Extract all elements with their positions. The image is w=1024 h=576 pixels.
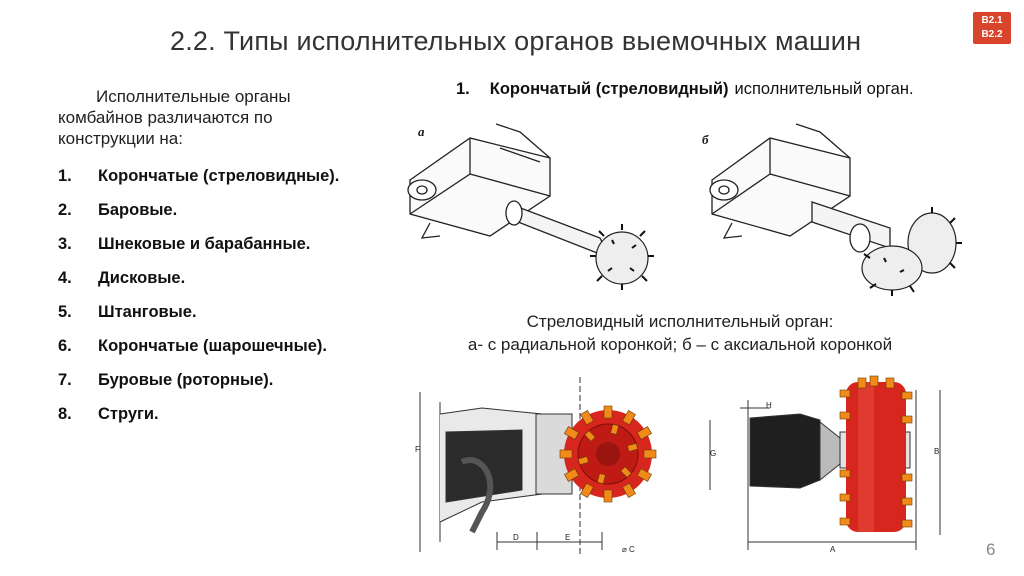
page-number: 6 (986, 540, 996, 559)
list-item-number: 7. (58, 371, 72, 389)
intro-text: Исполнительные органы комбайнов различаю… (58, 86, 358, 149)
section-rest-text: исполнительный орган. (734, 80, 914, 98)
section-heading: 1. Корончатый (стреловидный) исполнительны… (456, 80, 914, 99)
list-item-number: 3. (58, 235, 72, 253)
section-number: 1. (456, 80, 470, 98)
list-item-number: 4. (58, 269, 72, 287)
badge-line-1: B2.1 (981, 15, 1003, 26)
caption-line-1: Стреловидный исполнительный орган: (526, 312, 834, 331)
list-item-label: Корончатые (стреловидные). (98, 167, 340, 185)
figure-radial-crown-drawing (407, 123, 654, 290)
slide-title: 2.2. Типы исполнительных органов выемочн… (170, 26, 862, 56)
list-item-label: Шнековые и барабанные. (98, 235, 311, 253)
technical-drawing-radial: F D E ⌀ C (415, 377, 657, 557)
figure-caption: Стреловидный исполнительный орган: а- с … (400, 310, 960, 356)
section-bold-text: Корончатый (стреловидный) (489, 80, 729, 98)
figure-label-a: а (418, 124, 425, 139)
list-item: 3. Шнековые и барабанные. (58, 234, 358, 255)
list-item-label: Струги. (98, 405, 159, 423)
list-item-number: 2. (58, 201, 72, 219)
list-item-label: Буровые (роторные). (98, 371, 274, 389)
radial-crown-icon (590, 224, 654, 290)
dim-label-d: D (513, 533, 519, 542)
figure-label-b: б (702, 132, 709, 147)
list-item: 1. Корончатые (стреловидные). (58, 166, 358, 187)
figure-axial-crown-drawing (709, 123, 962, 296)
dim-label-b: B (934, 447, 939, 456)
list-item: 2. Баровые. (58, 200, 358, 221)
intro-line-2: комбайнов различаются по (58, 108, 273, 127)
list-item-number: 6. (58, 337, 72, 355)
list-item: 7. Буровые (роторные). (58, 370, 358, 391)
list-item-number: 5. (58, 303, 72, 321)
list-item-number: 8. (58, 405, 72, 423)
list-item-number: 1. (58, 167, 72, 185)
dim-label-g: G (710, 449, 716, 458)
types-list: 1.Корончатые (стреловидные). 2.Баровые. … (58, 166, 358, 438)
axial-cutter-head-icon (839, 375, 913, 532)
list-item-label: Корончатые (шарошечные). (98, 337, 327, 355)
dim-label-h: H (766, 401, 772, 410)
dim-label-c: ⌀ C (622, 545, 635, 554)
caption-line-2: а- с радиальной коронкой; б – с аксиальн… (467, 335, 893, 354)
badge-line-2: B2.2 (981, 29, 1003, 40)
list-item: 4. Дисковые. (58, 268, 358, 289)
radial-cutter-head-icon (559, 405, 657, 503)
intro-line-3: конструкции на: (58, 129, 183, 148)
section-badge: B2.1 B2.2 (973, 12, 1011, 44)
list-item-label: Дисковые. (98, 269, 186, 287)
list-item: 8. Струги. (58, 404, 358, 425)
list-item-label: Штанговые. (98, 303, 197, 321)
intro-line-1: Исполнительные органы (96, 87, 291, 106)
dim-label-e: E (565, 533, 570, 542)
axial-crown-icon (861, 207, 962, 296)
list-item: 5. Штанговые. (58, 302, 358, 323)
list-item: 6. Корончатые (шарошечные). (58, 336, 358, 357)
dim-label-f: F (415, 445, 420, 454)
technical-drawing-axial: H G B A (709, 375, 941, 554)
dim-label-a: A (830, 545, 836, 554)
list-item-label: Баровые. (98, 201, 178, 219)
